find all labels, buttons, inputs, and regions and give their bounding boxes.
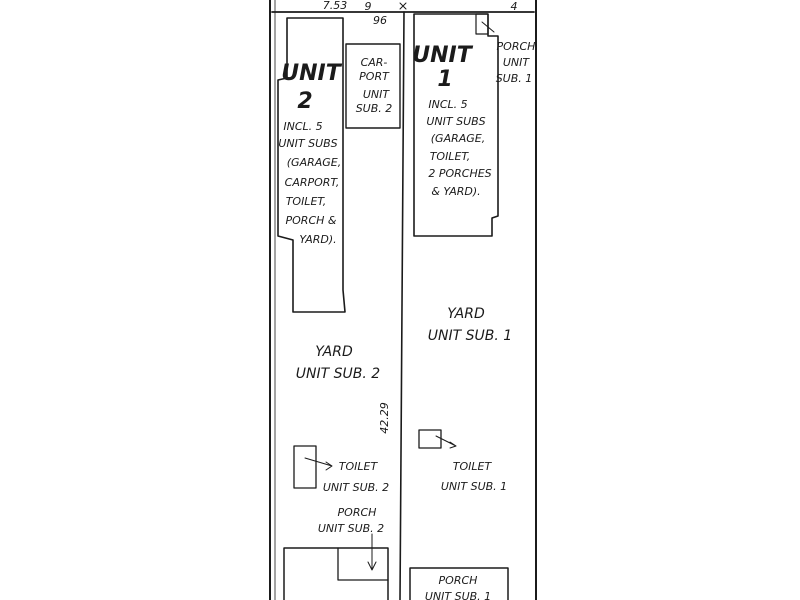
unit2-title-line1: UNIT — [281, 61, 342, 86]
carport-outline — [345, 43, 401, 129]
lot-boundary — [269, 0, 537, 600]
unit2-desc-line: TOILET, — [286, 195, 327, 208]
yard-unit2-line: YARD — [315, 344, 353, 360]
porch-unit1-top-line: PORCH — [497, 40, 536, 53]
unit2-desc-line: PORCH & — [286, 214, 337, 227]
unit2-desc-line: CARPORT, — [285, 176, 340, 189]
unit1-description: INCL. 5 UNIT SUBS (GARAGE, TOILET, 2 POR… — [426, 98, 491, 198]
unit1-desc-line: 2 PORCHES — [428, 167, 491, 180]
yard-unit1-line: YARD — [447, 306, 485, 322]
porch-unit1-top-outline — [475, 13, 495, 35]
unit1-desc-line: INCL. 5 — [428, 98, 467, 111]
unit2-desc-line: UNIT SUBS — [278, 137, 337, 150]
carport-label-line: CAR- — [361, 56, 388, 69]
toilet-unit2-line: TOILET — [339, 460, 379, 473]
unit1-title-line2: 1 — [437, 67, 452, 92]
porch-unit1-top-line: SUB. 1 — [496, 72, 533, 85]
toilet-unit1-line: TOILET — [453, 460, 493, 473]
unit2-desc-line: YARD). — [299, 233, 336, 246]
carport-label-line: PORT — [359, 70, 390, 83]
top-mark-mid: 96 — [373, 14, 387, 27]
top-mark-right: 4 — [511, 0, 518, 13]
yard-unit1-line: UNIT SUB. 1 — [428, 328, 512, 344]
party-wall-line — [399, 11, 405, 600]
toilet-unit1-outline — [418, 429, 457, 449]
top-mark-left: 9 — [365, 0, 372, 13]
centre-dimension-label: 42.29 — [378, 402, 391, 434]
unit2-title-line2: 2 — [297, 89, 312, 114]
toilet-unit1-line: UNIT SUB. 1 — [441, 480, 507, 493]
top-dimension-label: 7.53 — [323, 0, 348, 12]
yard-unit2-line: UNIT SUB. 2 — [296, 366, 380, 382]
carport-label-line: SUB. 2 — [356, 102, 393, 115]
carport-label-line: UNIT — [363, 88, 391, 101]
unit1-desc-line: TOILET, — [430, 150, 471, 163]
porch-unit1-bottom-outline — [409, 567, 509, 600]
unit1-desc-line: & YARD). — [431, 185, 480, 198]
unit2-description: INCL. 5 UNIT SUBS (GARAGE, CARPORT, TOIL… — [278, 120, 341, 246]
porch-unit2-line: PORCH — [338, 506, 377, 519]
toilet-unit2-outline — [293, 445, 333, 489]
unit1-title-line1: UNIT — [412, 43, 473, 68]
porch-unit1-bottom-line: UNIT SUB. 1 — [425, 590, 491, 600]
unit2-garage-porch-outline — [283, 547, 389, 600]
porch-unit2-arrow — [367, 533, 377, 571]
top-mark-cross — [399, 2, 407, 10]
unit2-outline — [277, 17, 346, 313]
porch-unit2-line: UNIT SUB. 2 — [318, 522, 384, 535]
unit2-desc-line: INCL. 5 — [283, 120, 322, 133]
porch-unit1-bottom-line: PORCH — [439, 574, 478, 587]
unit1-desc-line: (GARAGE, — [431, 132, 485, 145]
porch-unit1-top-line: UNIT — [503, 56, 531, 69]
unit2-desc-line: (GARAGE, — [287, 156, 341, 169]
unit1-desc-line: UNIT SUBS — [426, 115, 485, 128]
toilet-unit2-line: UNIT SUB. 2 — [323, 481, 389, 494]
